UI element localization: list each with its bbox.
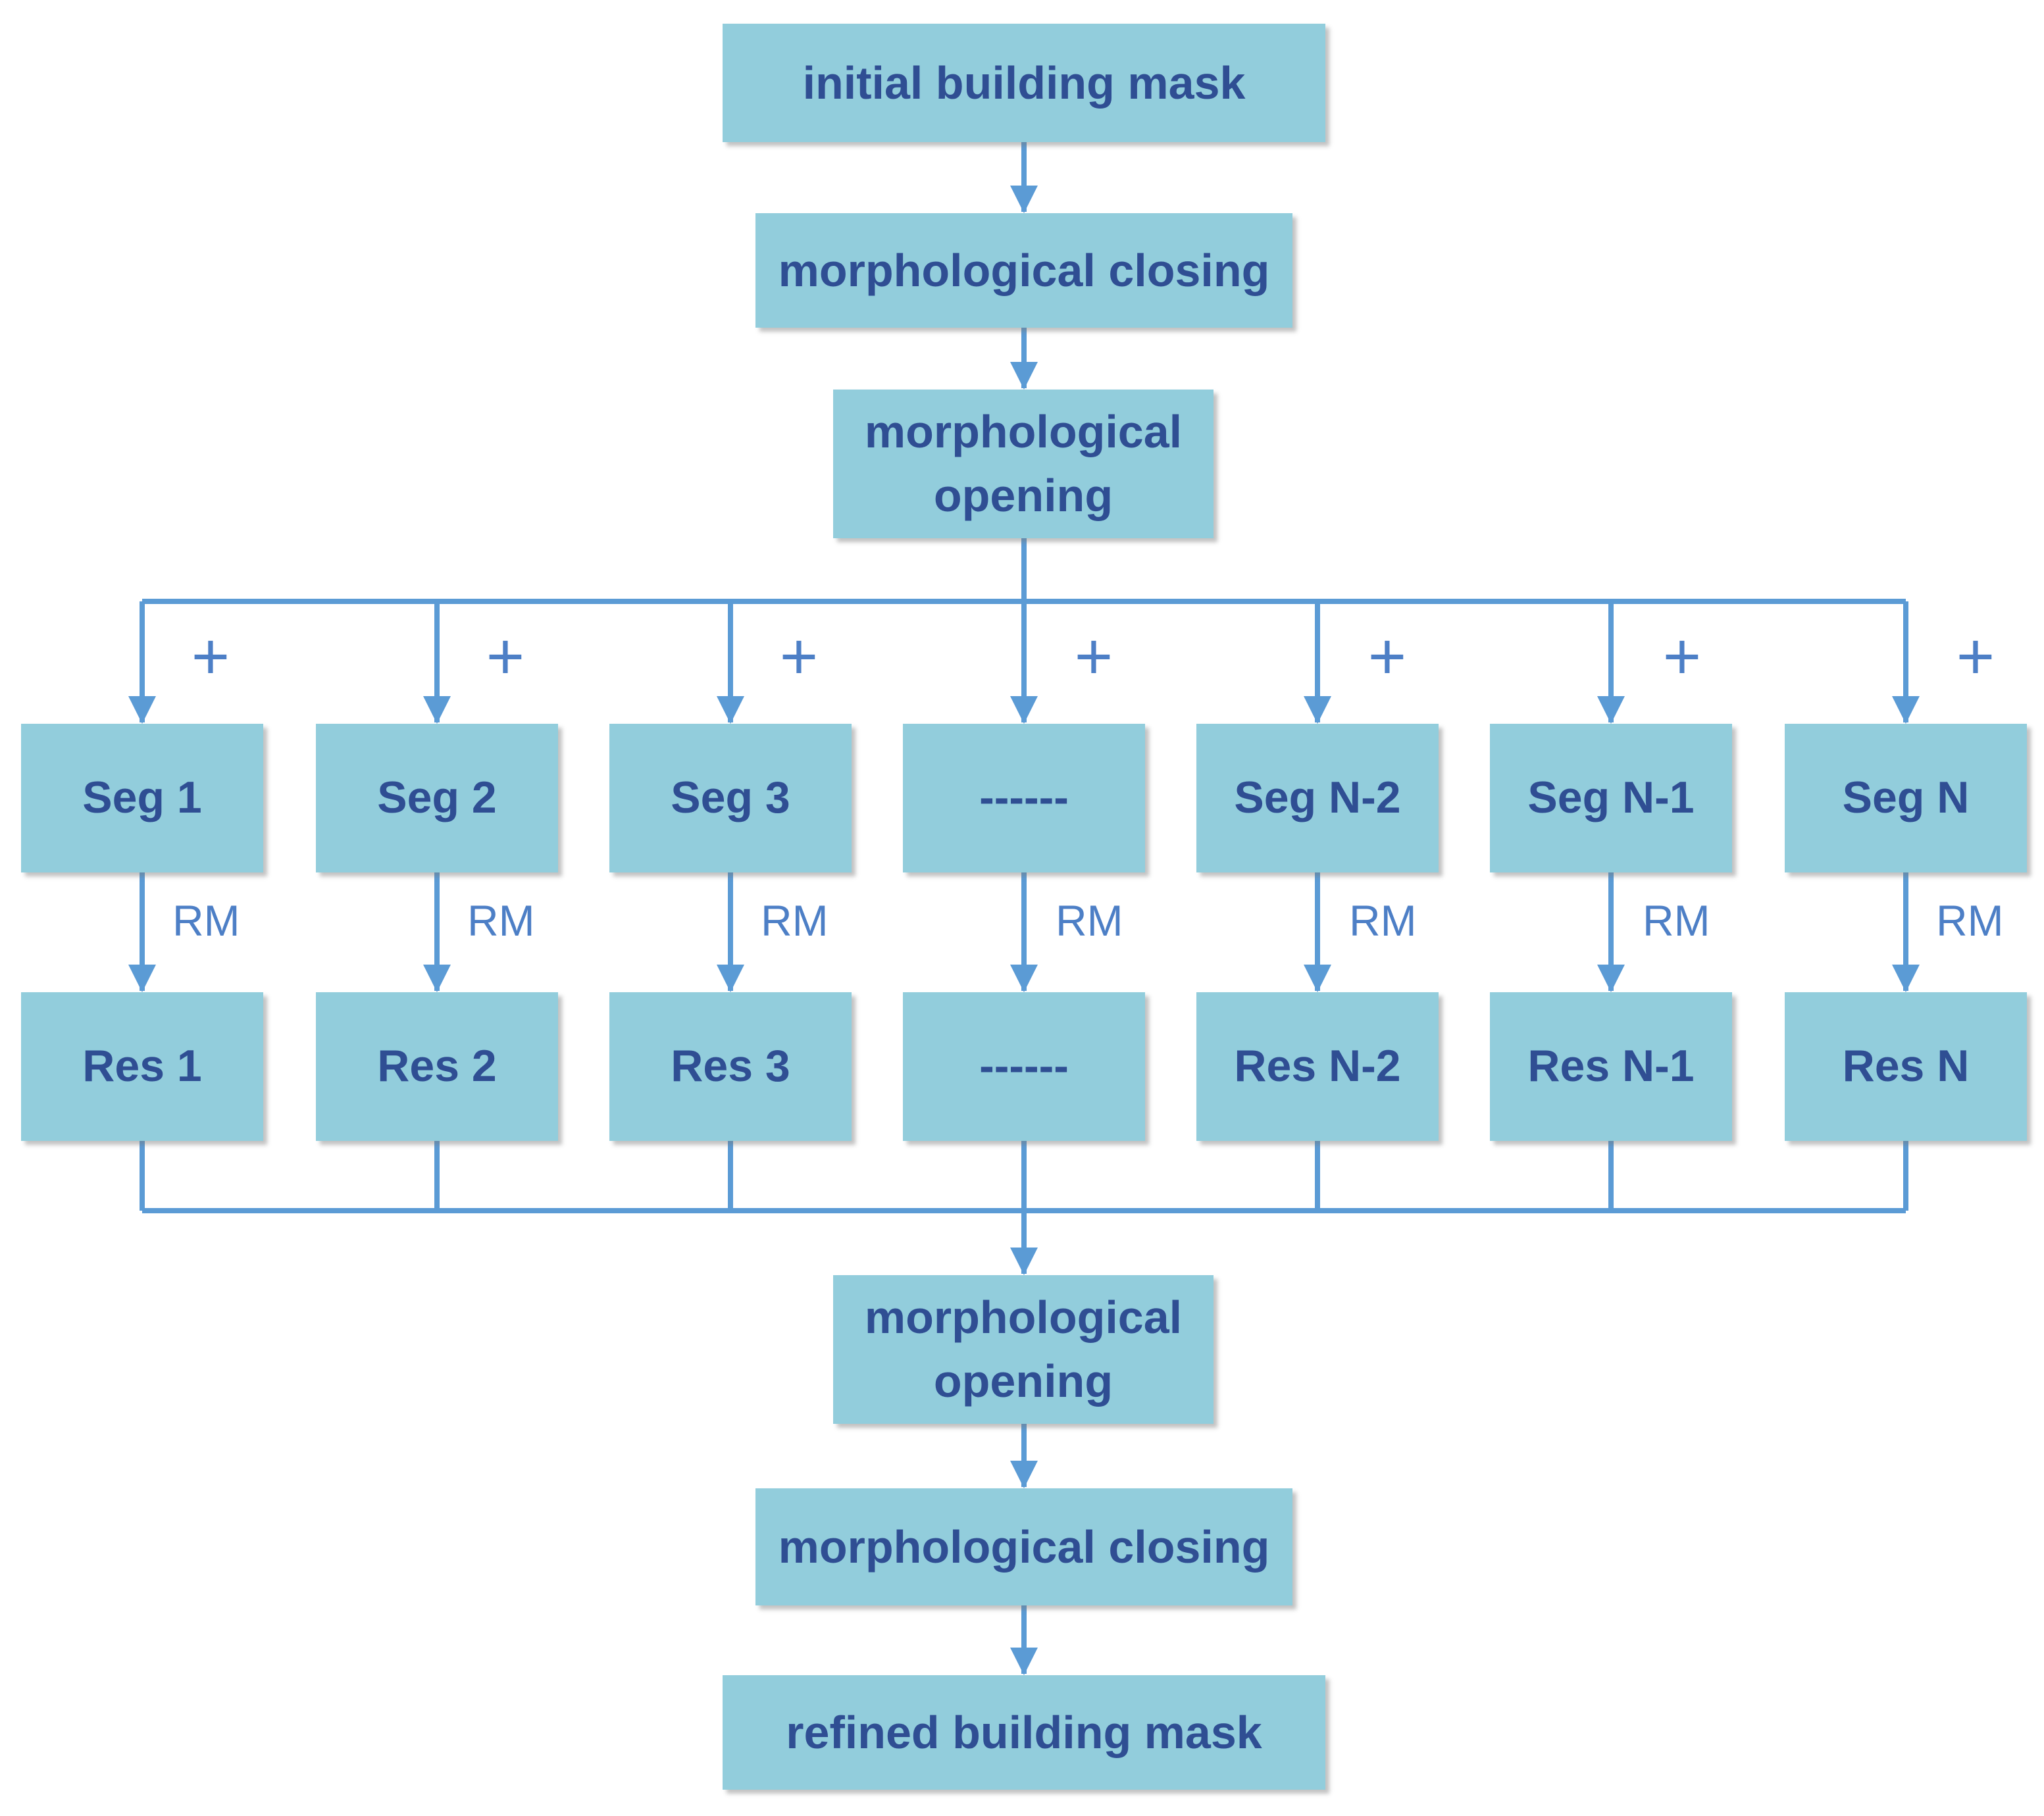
res-label-3: Res 3 — [671, 1041, 790, 1092]
initial-mask-box: initial building mask — [723, 24, 1325, 142]
rm-label-1: RM — [172, 896, 240, 945]
seg-label-n-minus-2: Seg N-2 — [1234, 772, 1401, 823]
closing-box-top: morphological closing — [755, 213, 1292, 328]
rm-label-2: RM — [467, 896, 535, 945]
seg-label-ellipsis: ------ — [979, 772, 1069, 823]
res-box-2: Res 2 — [316, 992, 558, 1141]
rm-label-3: RM — [761, 896, 829, 945]
seg-box-3: Seg 3 — [609, 724, 852, 872]
initial-mask-label: initial building mask — [802, 57, 1246, 109]
opening-label-bottom-line1: morphological — [864, 1292, 1183, 1344]
res-label-1: Res 1 — [82, 1041, 202, 1092]
seg-box-n: Seg N — [1785, 724, 2027, 872]
seg-box-n-minus-2: Seg N-2 — [1196, 724, 1439, 872]
res-label-n-minus-1: Res N-1 — [1527, 1041, 1695, 1092]
res-label-n-minus-2: Res N-2 — [1234, 1041, 1401, 1092]
seg-label-3: Seg 3 — [671, 772, 790, 823]
seg-label-2: Seg 2 — [377, 772, 497, 823]
rm-label-5: RM — [1349, 896, 1417, 945]
opening-box-bottom: morphological opening — [833, 1275, 1214, 1424]
opening-label-bottom-line2: opening — [933, 1355, 1113, 1407]
res-box-n-minus-1: Res N-1 — [1490, 992, 1732, 1141]
seg-label-n-minus-1: Seg N-1 — [1527, 772, 1695, 823]
plus-label-1: + — [191, 620, 230, 694]
closing-label-top: morphological closing — [778, 244, 1270, 296]
rm-label-7: RM — [1936, 896, 2004, 945]
closing-label-bottom: morphological closing — [778, 1521, 1270, 1573]
seg-label-1: Seg 1 — [82, 772, 202, 823]
res-label-2: Res 2 — [377, 1041, 497, 1092]
seg-box-n-minus-1: Seg N-1 — [1490, 724, 1732, 872]
seg-box-ellipsis: ------ — [903, 724, 1145, 872]
seg-box-1: Seg 1 — [21, 724, 263, 872]
res-box-n-minus-2: Res N-2 — [1196, 992, 1439, 1141]
seg-box-2: Seg 2 — [316, 724, 558, 872]
refined-mask-label: refined building mask — [786, 1706, 1262, 1758]
res-box-ellipsis: ------ — [903, 992, 1145, 1141]
plus-label-7: + — [1956, 620, 1995, 694]
res-box-3: Res 3 — [609, 992, 852, 1141]
rm-label-4: RM — [1056, 896, 1123, 945]
res-label-ellipsis: ------ — [979, 1041, 1069, 1092]
plus-label-2: + — [486, 620, 525, 694]
opening-label-top-line1: morphological — [864, 406, 1183, 458]
opening-label-top-line2: opening — [933, 470, 1113, 521]
res-box-1: Res 1 — [21, 992, 263, 1141]
plus-label-5: + — [1367, 620, 1407, 694]
plus-label-6: + — [1662, 620, 1702, 694]
seg-label-n: Seg N — [1842, 772, 1970, 823]
rm-label-6: RM — [1643, 896, 1710, 945]
refined-mask-box: refined building mask — [723, 1675, 1325, 1790]
closing-box-bottom: morphological closing — [755, 1488, 1292, 1605]
plus-label-4: + — [1074, 620, 1113, 694]
plus-label-3: + — [779, 620, 819, 694]
opening-box-top: morphological opening — [833, 390, 1214, 538]
res-box-n: Res N — [1785, 992, 2027, 1141]
res-label-n: Res N — [1842, 1041, 1970, 1092]
